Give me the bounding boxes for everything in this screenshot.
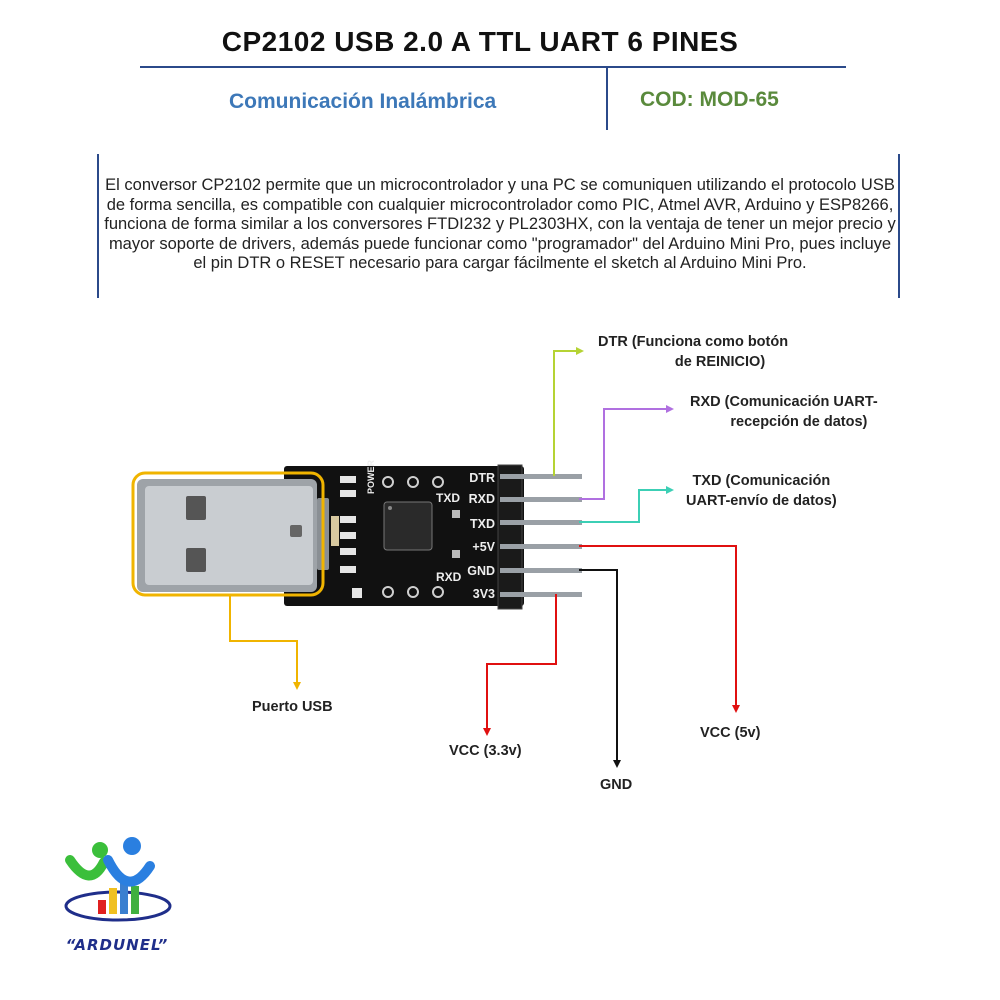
usb-callout: Puerto USB bbox=[252, 699, 333, 715]
gnd-callout: GND bbox=[600, 777, 633, 793]
rxd-callout: RXD (Comunicación UART- recepción de dat… bbox=[690, 394, 878, 430]
pin-label-rxd: RXD bbox=[469, 492, 495, 506]
page-title: CP2102 USB 2.0 A TTL UART 6 PINES bbox=[221, 26, 739, 57]
pin-label-txd: TXD bbox=[470, 517, 495, 531]
logo-text: “ARDUNEL” bbox=[65, 936, 169, 954]
vcc33-connector bbox=[483, 594, 557, 736]
product-description: El conversor CP2102 permite que un micro… bbox=[104, 176, 896, 272]
pin-label-5v: +5V bbox=[472, 540, 495, 554]
pin-header bbox=[497, 464, 523, 610]
usb-connector bbox=[229, 595, 301, 690]
rxd-connector bbox=[579, 405, 674, 500]
txd-callout: TXD (Comunicación UART-envío de datos) bbox=[686, 473, 837, 509]
smd-cap bbox=[331, 516, 339, 546]
chip-dot bbox=[388, 506, 392, 510]
usb-plug-face bbox=[145, 486, 313, 585]
header-separator bbox=[606, 68, 608, 130]
usb-hole-top bbox=[186, 496, 206, 520]
usb-hole-bottom bbox=[186, 548, 206, 572]
cp2102-chip bbox=[383, 501, 433, 551]
ardunel-logo bbox=[64, 837, 172, 922]
vcc5-callout: VCC (5v) bbox=[700, 725, 761, 741]
dtr-callout: DTR (Funciona como botón de REINICIO) bbox=[598, 334, 789, 370]
usb-notch bbox=[290, 525, 302, 537]
pin-label-3v3: 3V3 bbox=[473, 587, 495, 601]
pin-labels: DTR RXD TXD +5V GND 3V3 bbox=[467, 471, 495, 601]
usb-highlight bbox=[131, 471, 325, 597]
led-rx bbox=[452, 550, 460, 558]
led-tx bbox=[452, 510, 460, 518]
pin-label-dtr: DTR bbox=[469, 471, 495, 485]
product-code: COD: MOD-65 bbox=[640, 88, 779, 111]
description-right-bar bbox=[898, 154, 900, 298]
title-divider bbox=[140, 66, 846, 68]
smd-components bbox=[340, 476, 362, 598]
board-rxd-label: RXD bbox=[436, 570, 462, 584]
gnd-connector bbox=[579, 569, 621, 768]
header-pins bbox=[500, 474, 582, 597]
board-txd-label: TXD bbox=[436, 491, 460, 505]
dtr-connector bbox=[553, 347, 584, 476]
description-left-bar bbox=[97, 154, 99, 298]
pin-label-gnd: GND bbox=[467, 564, 495, 578]
vcc5-connector bbox=[579, 545, 740, 713]
vcc33-callout: VCC (3.3v) bbox=[449, 743, 522, 759]
mounting-holes bbox=[382, 476, 444, 598]
txd-connector bbox=[579, 486, 674, 523]
power-label: POWER bbox=[366, 459, 376, 494]
category-subtitle: Comunicación Inalámbrica bbox=[229, 90, 497, 113]
